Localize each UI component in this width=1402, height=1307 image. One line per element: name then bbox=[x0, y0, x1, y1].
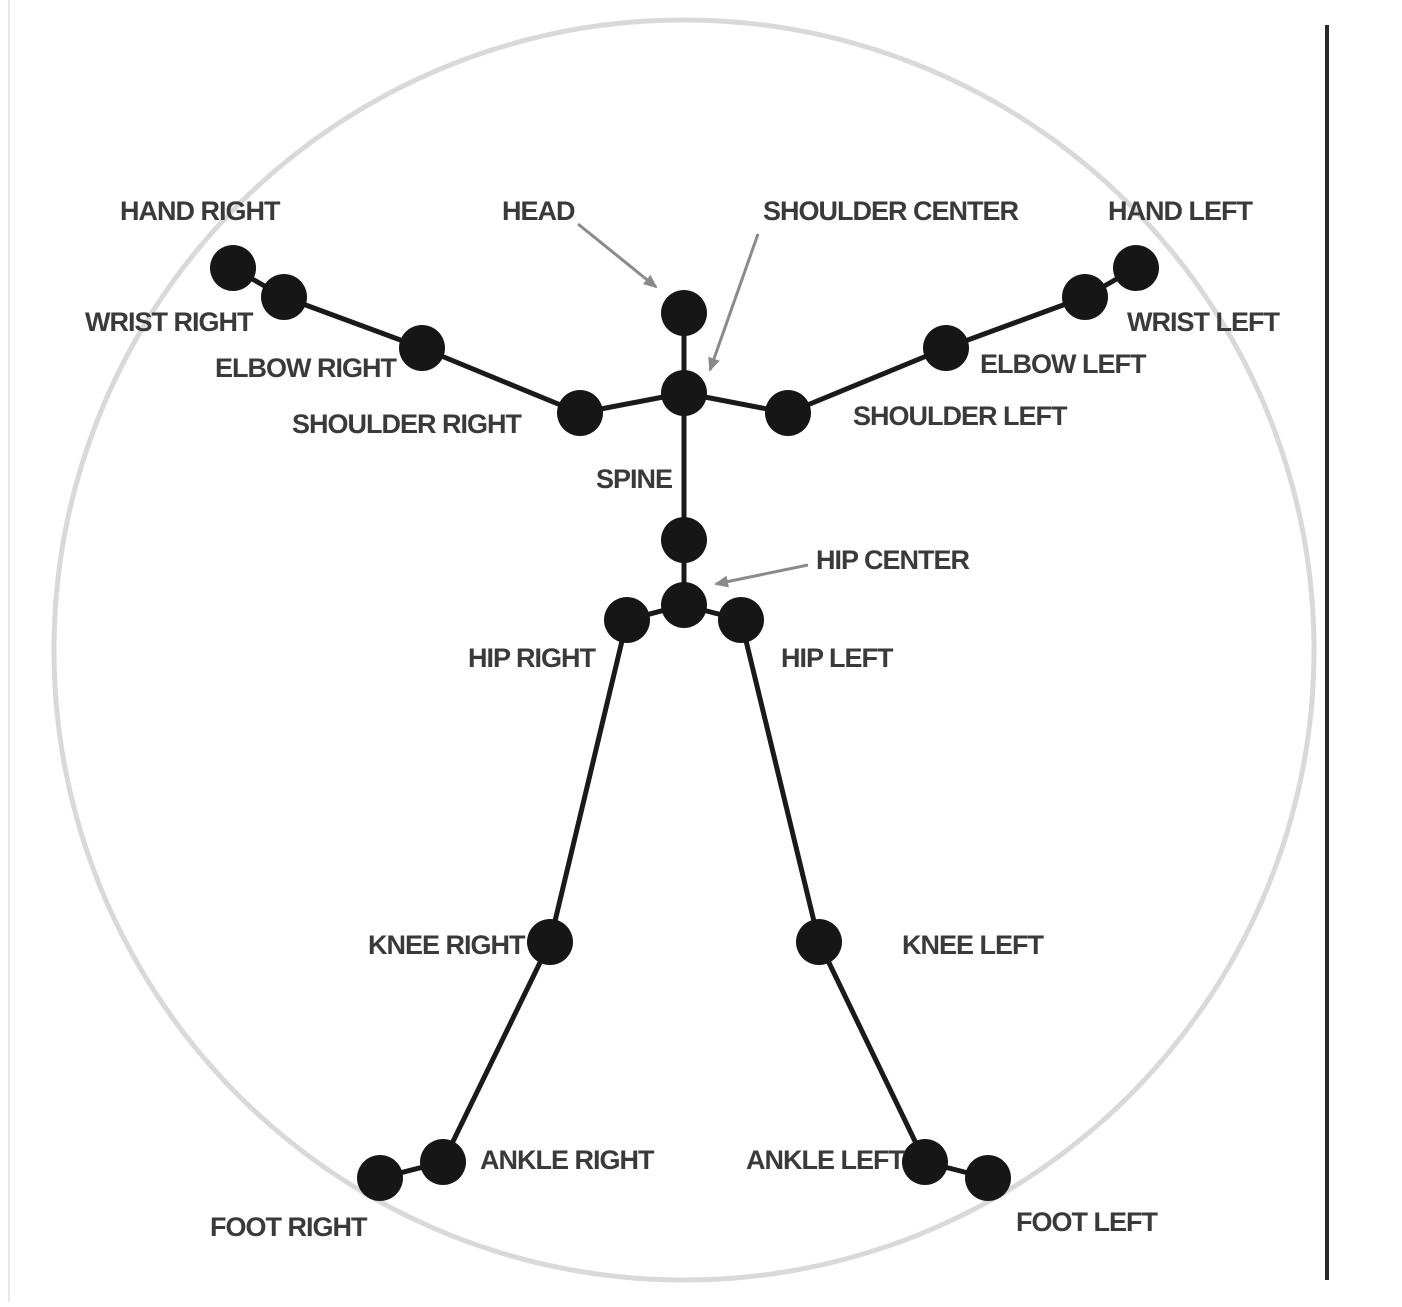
joint-elbow-left bbox=[923, 325, 969, 371]
bone-shoulder-right-to-elbow-right bbox=[419, 345, 583, 416]
joint-shoulder-center bbox=[661, 370, 707, 416]
joint-shoulder-left bbox=[765, 390, 811, 436]
bone-hip-left-to-knee-left bbox=[738, 617, 822, 945]
label-hip-center: HIP CENTER bbox=[816, 545, 970, 575]
label-shoulder-right: SHOULDER RIGHT bbox=[292, 409, 523, 439]
joint-foot-right bbox=[357, 1155, 403, 1201]
joint-wrist-right bbox=[261, 274, 307, 320]
label-foot-left: FOOT LEFT bbox=[1016, 1207, 1158, 1237]
left-edge-line bbox=[8, 0, 10, 1302]
arrow-head bbox=[577, 222, 658, 289]
arrows-layer bbox=[577, 222, 809, 588]
bone-knee-right-to-ankle-right bbox=[440, 939, 553, 1165]
joint-spine bbox=[661, 517, 707, 563]
label-elbow-left: ELBOW LEFT bbox=[980, 349, 1147, 379]
label-spine: SPINE bbox=[596, 464, 672, 494]
label-hip-right: HIP RIGHT bbox=[468, 643, 597, 673]
joint-foot-left bbox=[965, 1155, 1011, 1201]
joint-ankle-left bbox=[902, 1139, 948, 1185]
label-hip-left: HIP LEFT bbox=[781, 643, 894, 673]
joint-head bbox=[661, 290, 707, 336]
label-elbow-right: ELBOW RIGHT bbox=[215, 353, 397, 383]
label-hand-right: HAND RIGHT bbox=[120, 196, 281, 226]
joint-shoulder-right bbox=[557, 390, 603, 436]
boundary-circle bbox=[51, 17, 1317, 1283]
label-foot-right: FOOT RIGHT bbox=[210, 1212, 368, 1242]
joint-hand-left bbox=[1113, 245, 1159, 291]
bone-hip-right-to-knee-right bbox=[547, 617, 630, 945]
joint-knee-left bbox=[796, 919, 842, 965]
joints-layer bbox=[210, 245, 1159, 1201]
joint-hip-left bbox=[718, 597, 764, 643]
joint-wrist-left bbox=[1062, 274, 1108, 320]
joint-knee-right bbox=[527, 919, 573, 965]
joint-hand-right bbox=[210, 245, 256, 291]
label-wrist-left: WRIST LEFT bbox=[1127, 307, 1280, 337]
label-wrist-right: WRIST RIGHT bbox=[85, 307, 254, 337]
arrow-hip-center bbox=[714, 563, 809, 588]
joint-hip-right bbox=[604, 597, 650, 643]
label-shoulder-center: SHOULDER CENTER bbox=[763, 196, 1019, 226]
arrow-shoulder-center bbox=[708, 233, 760, 372]
label-hand-left: HAND LEFT bbox=[1108, 196, 1253, 226]
bone-elbow-right-to-wrist-right bbox=[281, 294, 425, 351]
label-ankle-left: ANKLE LEFT bbox=[746, 1145, 905, 1175]
bone-elbow-left-to-wrist-left bbox=[943, 294, 1088, 351]
labels-layer: HAND RIGHT WRIST RIGHT ELBOW RIGHT SHOUL… bbox=[85, 196, 1281, 1242]
joint-elbow-right bbox=[399, 325, 445, 371]
bone-shoulder-left-to-elbow-left bbox=[785, 345, 949, 416]
joint-ankle-right bbox=[420, 1139, 466, 1185]
joint-hip-center bbox=[661, 582, 707, 628]
label-shoulder-left: SHOULDER LEFT bbox=[853, 401, 1068, 431]
label-knee-left: KNEE LEFT bbox=[902, 930, 1045, 960]
label-ankle-right: ANKLE RIGHT bbox=[480, 1145, 655, 1175]
bone-knee-left-to-ankle-left bbox=[816, 939, 928, 1165]
label-head: HEAD bbox=[502, 196, 575, 226]
label-knee-right: KNEE RIGHT bbox=[368, 930, 526, 960]
